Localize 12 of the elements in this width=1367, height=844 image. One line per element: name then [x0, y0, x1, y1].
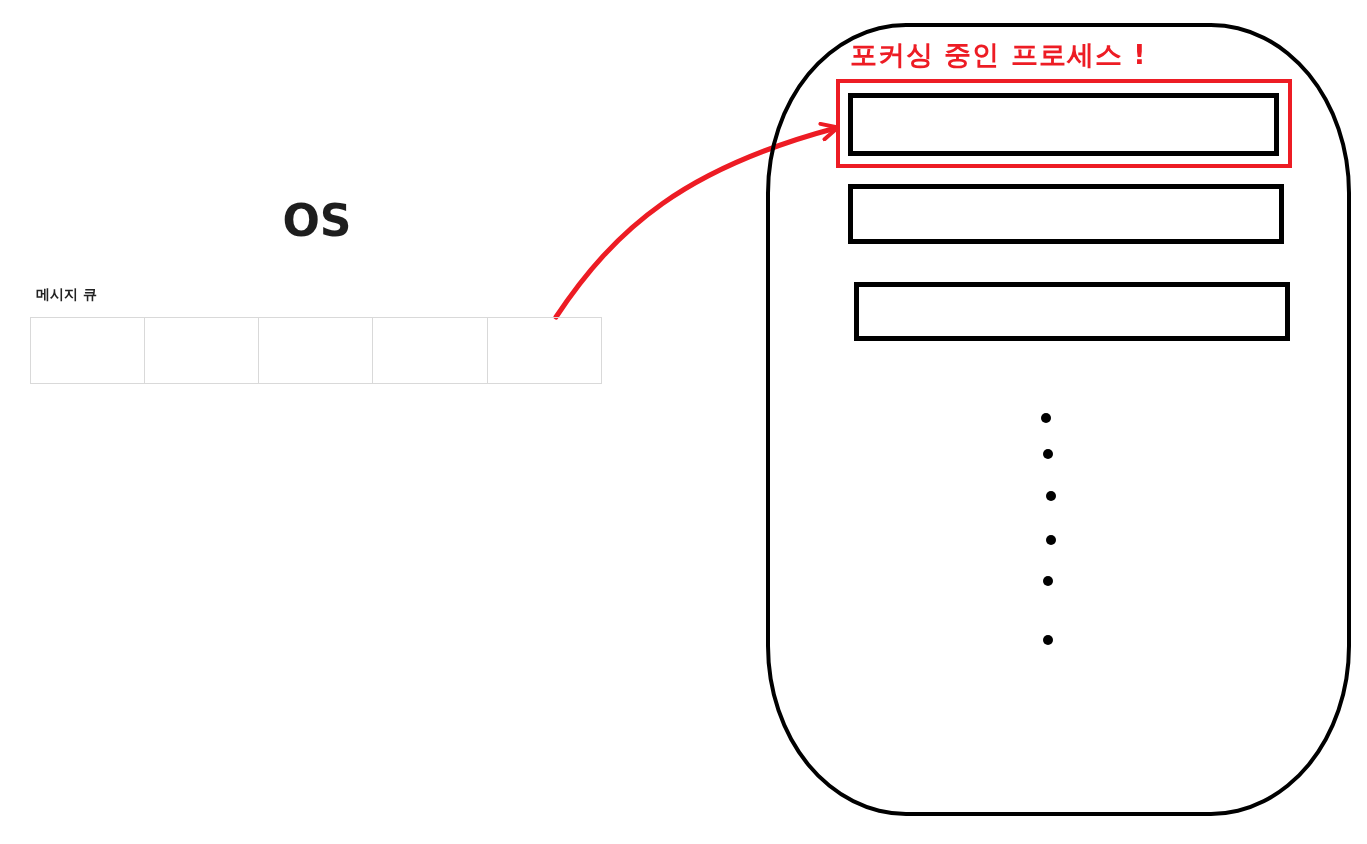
queue-cell	[487, 317, 602, 384]
heading: OS	[281, 194, 353, 248]
queue-label: 메시지 큐	[36, 285, 97, 304]
queue-cell	[258, 317, 373, 384]
process-box	[848, 184, 1284, 244]
queue-cell	[30, 317, 145, 384]
rounded-panel	[766, 23, 1351, 816]
focus-heading: 포커싱 중인 프로세스 !	[850, 38, 1147, 72]
process-box	[848, 93, 1279, 156]
process-box	[854, 282, 1290, 341]
queue-cell	[372, 317, 488, 384]
queue-cell	[144, 317, 259, 384]
